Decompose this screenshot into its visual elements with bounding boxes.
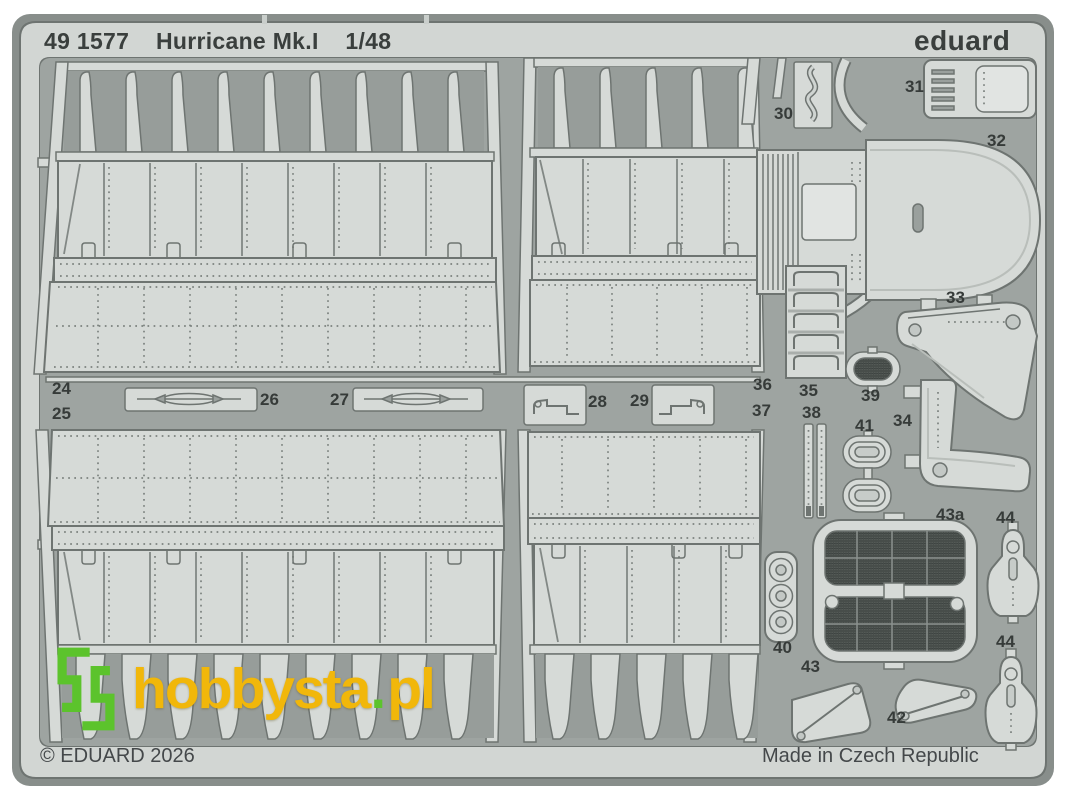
part-label-35: 35 xyxy=(799,381,818,400)
part-label-30: 30 xyxy=(774,104,793,123)
part-label-42: 42 xyxy=(887,708,906,727)
part-label-28: 28 xyxy=(588,392,607,411)
watermark-tld: pl xyxy=(387,656,436,721)
scale: 1/48 xyxy=(345,28,392,54)
part-label-27: 27 xyxy=(330,390,349,409)
part-label-33: 33 xyxy=(946,288,965,307)
sheet-title: 49 1577 Hurricane Mk.I 1/48 xyxy=(44,28,391,55)
part-label-36: 36 xyxy=(753,375,772,394)
part-label-39: 39 xyxy=(861,386,880,405)
part-30-lever xyxy=(793,61,833,129)
made-in-text: Made in Czech Republic xyxy=(762,745,979,767)
part-40-ring-strip xyxy=(764,551,798,643)
part-34-bracket xyxy=(903,379,1032,493)
hobbysta-logo-icon xyxy=(57,647,115,731)
part-label-38: 38 xyxy=(802,403,821,422)
part-label-26: 26 xyxy=(260,390,279,409)
watermark-dot: . xyxy=(370,656,387,721)
part-27-hinge xyxy=(352,387,484,412)
part-label-43: 43 xyxy=(801,657,820,676)
part-43-43a-radiator-grilles xyxy=(812,512,978,670)
part-label-24: 24 xyxy=(52,379,71,398)
part-36-flap-upper xyxy=(517,57,765,373)
part-label-40: 40 xyxy=(773,638,792,657)
copyright-text: © EDUARD 2026 xyxy=(40,745,195,767)
part-24-flap-upper xyxy=(33,61,507,375)
watermark-name: hobbysta xyxy=(132,656,371,721)
part-37-flap-lower xyxy=(517,429,765,743)
part-label-43a: 43a xyxy=(936,505,965,524)
part-42-linkages xyxy=(791,678,978,744)
part-33-bracket xyxy=(895,294,1039,421)
part-39-mesh-oval xyxy=(845,346,901,393)
part-label-34: 34 xyxy=(893,411,912,430)
part-32-armor-plate xyxy=(756,57,1042,338)
product-name: Hurricane Mk.I xyxy=(155,28,319,54)
part-28-bracket xyxy=(523,384,587,426)
part-25-flap-lower xyxy=(35,429,507,743)
part-label-44-lower: 44 xyxy=(996,632,1015,651)
watermark-hobbysta: hobbysta . pl xyxy=(48,644,436,734)
part-label-32: 32 xyxy=(987,131,1006,150)
part-label-37: 37 xyxy=(752,401,771,420)
brand-logo: eduard xyxy=(914,25,1011,56)
sprue-connectors xyxy=(741,57,787,125)
catalog-number: 49 1577 xyxy=(44,28,130,54)
part-26-hinge xyxy=(124,387,258,412)
part-29-bracket xyxy=(651,384,715,426)
part-label-25: 25 xyxy=(52,404,71,423)
part-label-41: 41 xyxy=(855,416,874,435)
part-label-29: 29 xyxy=(630,391,649,410)
part-label-31: 31 xyxy=(905,77,924,96)
part-label-44-upper: 44 xyxy=(996,508,1015,527)
part-41-ovals xyxy=(842,430,892,513)
part-35-clip-strip xyxy=(785,265,847,379)
part-38-strips xyxy=(803,423,827,519)
part-31-box xyxy=(923,59,1037,119)
